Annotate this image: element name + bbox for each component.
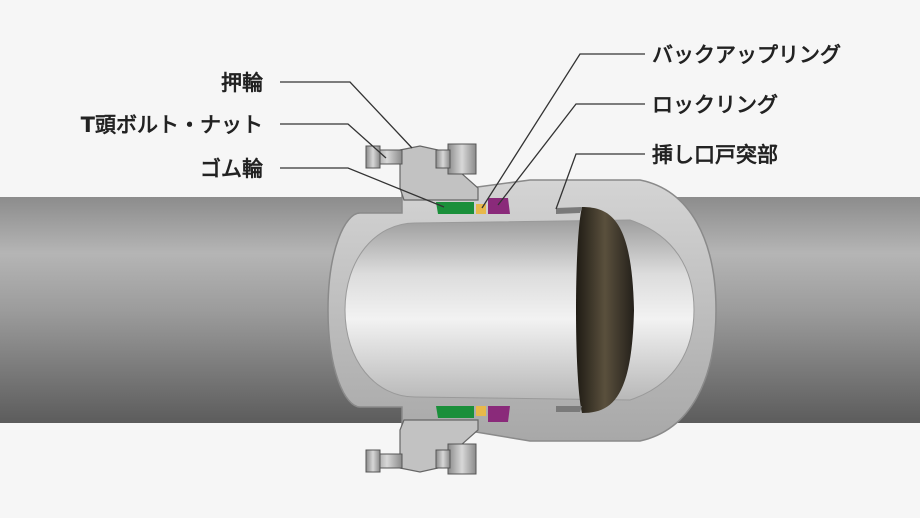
label-lock-ring: ロックリング bbox=[652, 93, 778, 117]
label-push-ring: 押輪 bbox=[221, 71, 264, 95]
backup-ring-top bbox=[476, 204, 486, 214]
pipe-interior bbox=[345, 220, 694, 400]
backup-ring-bottom bbox=[476, 406, 486, 416]
rubber-ring-top bbox=[436, 202, 474, 214]
lock-ring-top bbox=[488, 198, 510, 214]
label-spigot-protrusion: 挿し口戸突部 bbox=[652, 143, 778, 167]
lock-ring-bottom bbox=[488, 406, 510, 422]
label-backup-ring: バックアップリング bbox=[652, 43, 841, 67]
label-rubber-ring: ゴム輪 bbox=[200, 157, 264, 181]
rubber-ring-bottom bbox=[436, 406, 474, 418]
label-t-bolt-nut: T頭ボルト・ナット bbox=[81, 113, 263, 137]
